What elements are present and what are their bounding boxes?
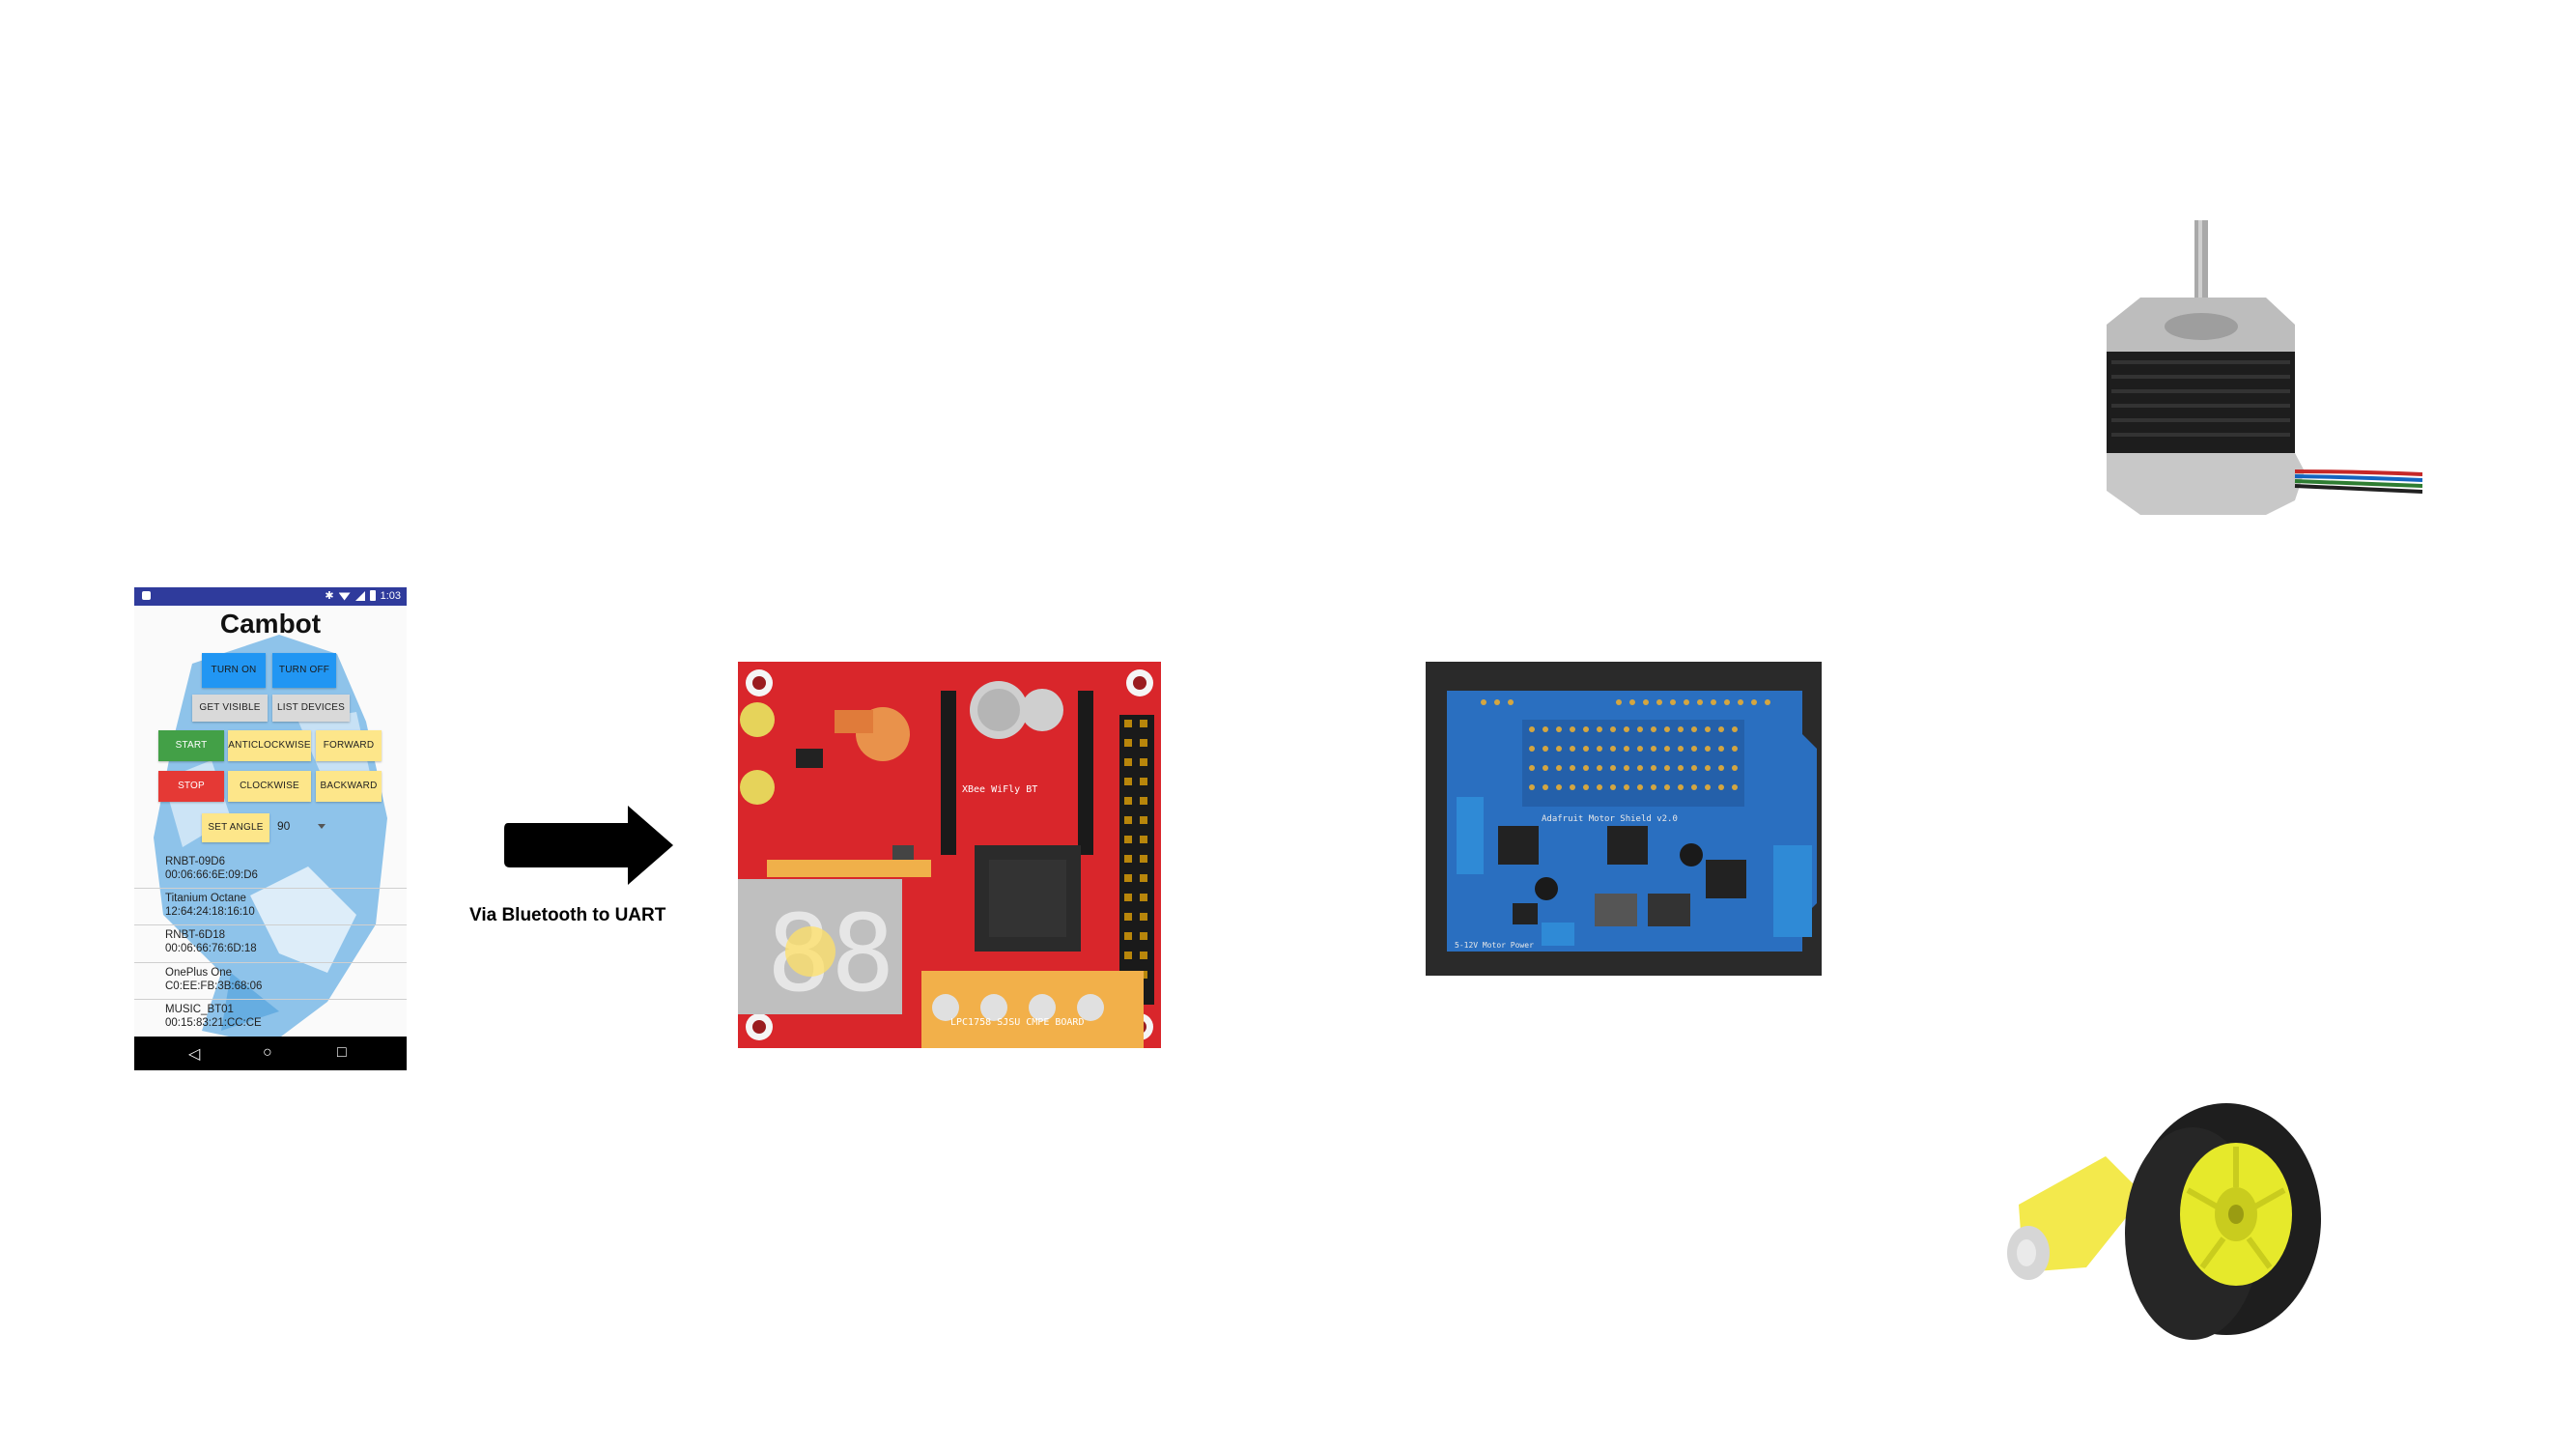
device-name: Titanium Octane bbox=[165, 893, 246, 904]
list-item[interactable]: RNBT-09D6 00:06:66:6E:09:D6 bbox=[165, 855, 258, 882]
set-angle-button[interactable]: SET ANGLE bbox=[202, 813, 269, 842]
right-arrow-icon bbox=[504, 806, 673, 885]
lpc1758-board-image: 88 LPC1758 SJSU CMPE BOARD XBee WiFly BT bbox=[738, 662, 1161, 1048]
notification-icon bbox=[142, 591, 151, 600]
device-address: 00:15:83:21:CC:CE bbox=[165, 1017, 262, 1029]
recents-icon[interactable]: □ bbox=[337, 1044, 347, 1061]
device-name: RNBT-09D6 bbox=[165, 856, 225, 867]
arrow-label: Via Bluetooth to UART bbox=[469, 905, 666, 925]
gear-motor-wheel-image bbox=[2007, 1103, 2321, 1340]
signal-icon bbox=[354, 590, 365, 601]
board-silkscreen: LPC1758 SJSU CMPE BOARD bbox=[950, 1017, 1084, 1028]
back-icon[interactable]: ◁ bbox=[188, 1046, 201, 1063]
shield-power-label: 5-12V Motor Power bbox=[1455, 941, 1534, 950]
device-address: 12:64:24:18:16:10 bbox=[165, 906, 255, 918]
stepper-motor-image bbox=[2005, 182, 2422, 539]
device-name: MUSIC_BT01 bbox=[165, 1004, 234, 1015]
adafruit-motor-shield-image: Adafruit Motor Shield v2.0 5-12V Motor P… bbox=[1426, 662, 1822, 976]
turn-on-button[interactable]: TURN ON bbox=[202, 653, 266, 688]
wifi-icon bbox=[338, 592, 351, 601]
divider bbox=[134, 888, 407, 889]
angle-dropdown[interactable]: 90 bbox=[277, 819, 291, 833]
list-devices-button[interactable]: LIST DEVICES bbox=[272, 695, 350, 722]
list-item[interactable]: RNBT-6D18 00:06:66:76:6D:18 bbox=[165, 928, 257, 955]
device-address: 00:06:66:76:6D:18 bbox=[165, 943, 257, 954]
device-name: OnePlus One bbox=[165, 967, 233, 979]
device-name: RNBT-6D18 bbox=[165, 929, 225, 941]
list-item[interactable]: MUSIC_BT01 00:15:83:21:CC:CE bbox=[165, 1003, 262, 1030]
get-visible-button[interactable]: GET VISIBLE bbox=[192, 695, 268, 722]
status-time: 1:03 bbox=[380, 589, 401, 602]
chevron-down-icon[interactable] bbox=[318, 824, 326, 829]
backward-button[interactable]: BACKWARD bbox=[316, 771, 382, 802]
app-title: Cambot bbox=[219, 609, 322, 639]
device-address: 00:06:66:6E:09:D6 bbox=[165, 869, 258, 881]
battery-icon bbox=[369, 590, 376, 601]
list-item[interactable]: OnePlus One C0:EE:FB:3B:68:06 bbox=[165, 966, 262, 993]
list-item[interactable]: Titanium Octane 12:64:24:18:16:10 bbox=[165, 892, 255, 919]
home-icon[interactable]: ○ bbox=[263, 1044, 272, 1061]
phone-nav-bar: ◁ ○ □ bbox=[134, 1037, 407, 1070]
device-address: C0:EE:FB:3B:68:06 bbox=[165, 980, 263, 992]
clockwise-button[interactable]: CLOCKWISE bbox=[228, 771, 311, 802]
phone-screenshot: ✱ 1:03 Cambot TURN ON TURN OFF GET VISIB… bbox=[134, 587, 407, 1070]
xbee-silkscreen: XBee WiFly BT bbox=[962, 784, 1037, 795]
bluetooth-icon: ✱ bbox=[325, 590, 334, 602]
divider bbox=[134, 999, 407, 1000]
divider bbox=[134, 924, 407, 925]
shield-silkscreen: Adafruit Motor Shield v2.0 bbox=[1542, 814, 1678, 824]
start-button[interactable]: START bbox=[158, 730, 224, 761]
divider bbox=[134, 962, 407, 963]
stop-button[interactable]: STOP bbox=[158, 771, 224, 802]
anticlockwise-button[interactable]: ANTICLOCKWISE bbox=[228, 730, 311, 761]
phone-status-bar: ✱ 1:03 bbox=[134, 587, 407, 606]
turn-off-button[interactable]: TURN OFF bbox=[272, 653, 336, 688]
forward-button[interactable]: FORWARD bbox=[316, 730, 382, 761]
